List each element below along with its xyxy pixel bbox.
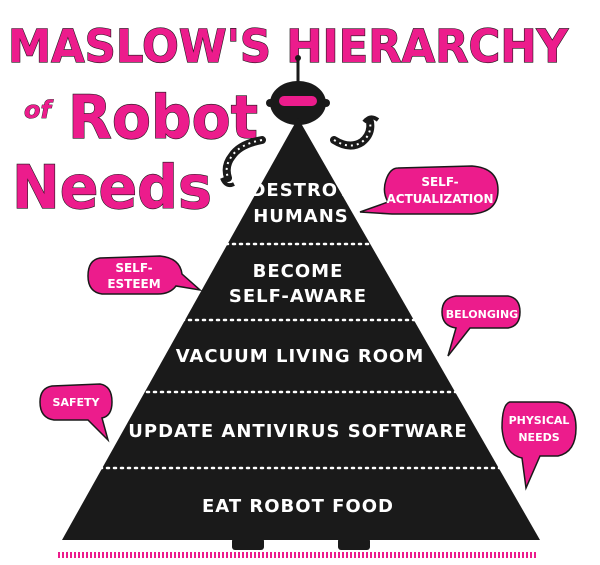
tier-1-line-1: DESTROY xyxy=(250,180,351,201)
title-of: of xyxy=(24,96,53,124)
left-foot-icon xyxy=(232,538,264,550)
bubble-belonging: BELONGING xyxy=(441,295,521,357)
robot-head xyxy=(266,55,330,125)
bubble-physical-needs-line-2: NEEDS xyxy=(518,431,559,444)
pyramid-body xyxy=(62,118,540,540)
tier-1: DESTROY HUMANS xyxy=(250,180,351,227)
bubble-self-esteem-line-2: ESTEEM xyxy=(107,277,160,291)
robot-left-arm xyxy=(220,136,266,188)
bubble-belonging-line-1: BELONGING xyxy=(446,308,518,321)
tier-4: UPDATE ANTIVIRUS SOFTWARE xyxy=(128,421,467,442)
right-foot-icon xyxy=(338,538,370,550)
title-line-2: Robot xyxy=(68,83,258,153)
robot-visor-icon xyxy=(279,96,317,106)
bubble-safety: SAFETY xyxy=(39,383,113,443)
bubble-self-actualization-line-1: SELF- xyxy=(421,175,458,189)
tier-3: VACUUM LIVING ROOM xyxy=(176,346,425,367)
title: MASLOW'S HIERARCHY of Robot Needs xyxy=(7,19,570,223)
tier-separators xyxy=(84,242,512,470)
tier-2: BECOME SELF-AWARE xyxy=(229,261,367,307)
robot-feet xyxy=(232,538,370,550)
tier-5: EAT ROBOT FOOD xyxy=(202,496,394,517)
title-line-3: Needs xyxy=(12,153,212,223)
right-claw-icon xyxy=(362,115,380,124)
bubble-self-actualization: SELF- ACTUALIZATION xyxy=(359,165,499,215)
bubble-physical-needs: PHYSICAL NEEDS xyxy=(501,401,577,491)
tier-2-line-2: SELF-AWARE xyxy=(229,286,367,307)
tier-2-line-1: BECOME xyxy=(253,261,344,282)
tier-4-line-1: UPDATE ANTIVIRUS SOFTWARE xyxy=(128,421,467,442)
tier-1-line-2: HUMANS xyxy=(253,206,349,227)
tier-3-line-1: VACUUM LIVING ROOM xyxy=(176,346,425,367)
bubble-safety-line-1: SAFETY xyxy=(53,396,101,409)
bubble-self-esteem: SELF- ESTEEM xyxy=(87,255,203,295)
left-claw-icon xyxy=(220,177,235,188)
bubble-self-actualization-line-2: ACTUALIZATION xyxy=(386,192,493,206)
bubble-self-esteem-line-1: SELF- xyxy=(115,261,152,275)
robot-right-arm xyxy=(330,115,380,150)
tier-5-line-1: EAT ROBOT FOOD xyxy=(202,496,394,517)
bubble-physical-needs-line-1: PHYSICAL xyxy=(509,414,570,427)
title-line-1: MASLOW'S HIERARCHY xyxy=(8,20,569,73)
